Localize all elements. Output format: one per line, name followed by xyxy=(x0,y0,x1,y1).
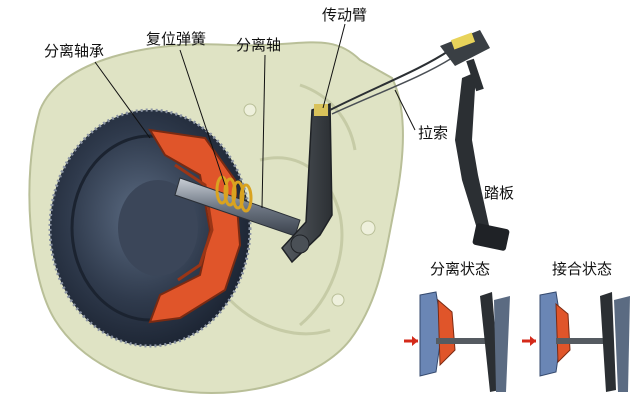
return-spring xyxy=(215,175,253,213)
label-release-shaft: 分离轴 xyxy=(236,36,282,54)
pedal-assembly xyxy=(440,30,510,251)
pressure-plate xyxy=(148,128,242,324)
label-return-spring: 复位弹簧 xyxy=(146,30,207,48)
inset-engaged xyxy=(520,285,636,393)
label-transmission-arm: 传动臂 xyxy=(322,6,368,24)
transmission-arm xyxy=(281,102,333,264)
inset-disengaged xyxy=(404,285,516,393)
label-engaged-state: 接合状态 xyxy=(552,260,613,278)
label-cable: 拉索 xyxy=(418,124,449,142)
cable xyxy=(329,49,453,115)
label-pedal: 踏板 xyxy=(484,184,515,202)
leader-lines xyxy=(94,23,416,209)
label-disengaged-state: 分离状态 xyxy=(430,260,491,278)
label-release-bearing: 分离轴承 xyxy=(44,42,105,60)
